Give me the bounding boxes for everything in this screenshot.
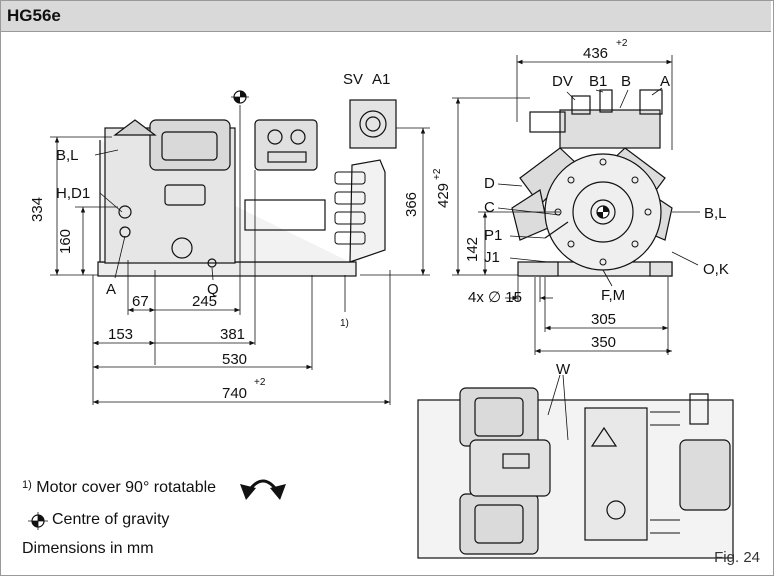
svg-text:+2: +2 bbox=[616, 38, 628, 49]
svg-text:A: A bbox=[106, 281, 116, 298]
svg-text:+2: +2 bbox=[432, 168, 443, 180]
svg-text:B1: B1 bbox=[589, 73, 607, 90]
header-bar: HG56e bbox=[1, 1, 771, 32]
front-view-labels: 436 +2 DV B1 B A D C P1 J1 B,L O,K F,M 1… bbox=[464, 38, 729, 351]
svg-text:W: W bbox=[556, 361, 571, 378]
svg-text:366: 366 bbox=[403, 192, 420, 217]
svg-text:67: 67 bbox=[132, 293, 149, 310]
footnote-text: Motor cover 90° rotatable bbox=[36, 479, 217, 496]
svg-text:153: 153 bbox=[108, 326, 133, 343]
footnote-note: 1) Motor cover 90° rotatable bbox=[22, 479, 216, 497]
svg-text:B,L: B,L bbox=[704, 205, 727, 222]
svg-text:1): 1) bbox=[340, 318, 349, 329]
svg-text:P1: P1 bbox=[484, 227, 502, 244]
svg-text:429: 429 bbox=[435, 183, 452, 208]
svg-text:Q: Q bbox=[207, 281, 219, 298]
svg-text:DV: DV bbox=[552, 73, 573, 90]
svg-text:B,L: B,L bbox=[56, 147, 79, 164]
svg-text:142: 142 bbox=[464, 237, 481, 262]
svg-text:245: 245 bbox=[192, 293, 217, 310]
svg-text:530: 530 bbox=[222, 351, 247, 368]
svg-text:305: 305 bbox=[591, 311, 616, 328]
model-title: HG56e bbox=[7, 6, 61, 25]
svg-text:381: 381 bbox=[220, 326, 245, 343]
svg-text:334: 334 bbox=[29, 197, 46, 222]
svg-text:436: 436 bbox=[583, 45, 608, 62]
front-dimension-lines bbox=[478, 55, 700, 355]
front-view-drawing bbox=[511, 89, 673, 277]
cog-note: Centre of gravity bbox=[52, 511, 170, 528]
footnote-number: 1) bbox=[22, 479, 32, 491]
svg-text:D: D bbox=[484, 175, 495, 192]
figure-label: Fig. 24 bbox=[714, 549, 760, 566]
svg-text:350: 350 bbox=[591, 334, 616, 351]
svg-text:4x ∅ 15: 4x ∅ 15 bbox=[468, 289, 522, 306]
svg-text:SV: SV bbox=[343, 71, 363, 88]
cog-legend-icon bbox=[28, 512, 48, 530]
svg-text:+2: +2 bbox=[254, 377, 266, 388]
svg-text:O,K: O,K bbox=[703, 261, 729, 278]
svg-text:B: B bbox=[621, 73, 631, 90]
cog-symbol-side bbox=[231, 90, 249, 104]
svg-text:A: A bbox=[660, 73, 670, 90]
top-view-labels: W bbox=[556, 361, 571, 378]
top-view-drawing bbox=[417, 374, 734, 559]
svg-text:C: C bbox=[484, 199, 495, 216]
side-view-labels: SV A1 B,L H,D1 A Q 1) 334 160 366 429 +2… bbox=[29, 71, 452, 402]
svg-text:F,M: F,M bbox=[601, 287, 625, 304]
cog-symbol-front bbox=[596, 205, 610, 219]
svg-text:740: 740 bbox=[222, 385, 247, 402]
svg-text:J1: J1 bbox=[484, 249, 500, 266]
side-view-drawing bbox=[97, 99, 397, 277]
svg-text:160: 160 bbox=[57, 229, 74, 254]
side-dimension-lines bbox=[50, 97, 530, 405]
units-note: Dimensions in mm bbox=[22, 540, 154, 557]
svg-text:A1: A1 bbox=[372, 71, 390, 88]
rotate-arrow-icon bbox=[240, 479, 286, 500]
svg-text:H,D1: H,D1 bbox=[56, 185, 90, 202]
